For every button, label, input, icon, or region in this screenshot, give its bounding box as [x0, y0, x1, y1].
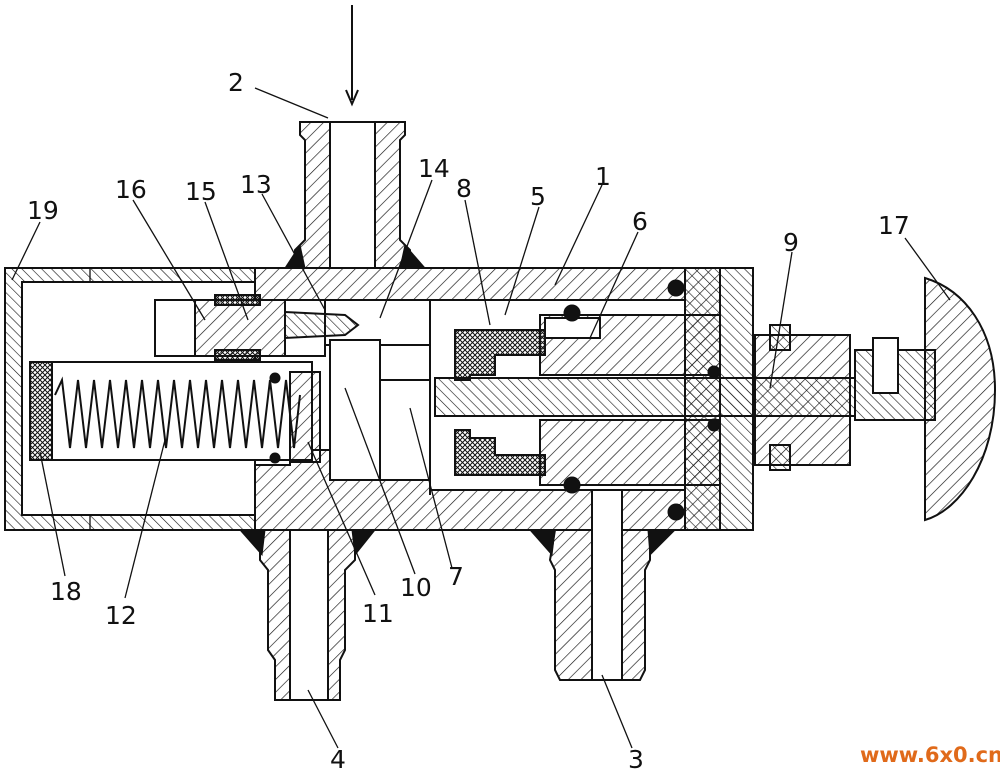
- callout-7: 7: [448, 562, 464, 591]
- callout-19: 19: [27, 196, 59, 225]
- valve-spool: [379, 300, 431, 495]
- callout-14: 14: [418, 154, 450, 183]
- callout-6: 6: [632, 207, 648, 236]
- diaphragm-block: [454, 329, 546, 476]
- callout-labels: 1 2 3 4 5 6 7 8 9 10 11 12 13 14 15 16 1…: [27, 68, 910, 774]
- callout-9: 9: [783, 228, 799, 257]
- callout-5: 5: [530, 182, 546, 211]
- callout-2: 2: [228, 68, 244, 97]
- pilot-plunger: [154, 294, 360, 361]
- callout-3: 3: [628, 745, 644, 774]
- callout-15: 15: [185, 177, 217, 206]
- spring: [29, 361, 321, 464]
- callout-10: 10: [400, 573, 432, 602]
- inlet-flow-arrow: [345, 5, 359, 107]
- outlet-fitting-3: [528, 489, 677, 681]
- callout-17: 17: [878, 211, 910, 240]
- callout-18: 18: [50, 577, 82, 606]
- callout-8: 8: [456, 174, 472, 203]
- callout-12: 12: [105, 601, 137, 630]
- callout-13: 13: [240, 170, 272, 199]
- callout-4: 4: [330, 745, 346, 774]
- callout-16: 16: [115, 175, 147, 204]
- valve-stem: [434, 267, 856, 531]
- outlet-fitting-4: [238, 529, 377, 701]
- handle-knob: [854, 276, 997, 522]
- watermark: www.6x0.cn: [860, 743, 1000, 767]
- callout-11: 11: [362, 599, 394, 628]
- leader-lines: [11, 87, 951, 749]
- callout-1: 1: [595, 162, 611, 191]
- inlet-fitting: [284, 121, 427, 269]
